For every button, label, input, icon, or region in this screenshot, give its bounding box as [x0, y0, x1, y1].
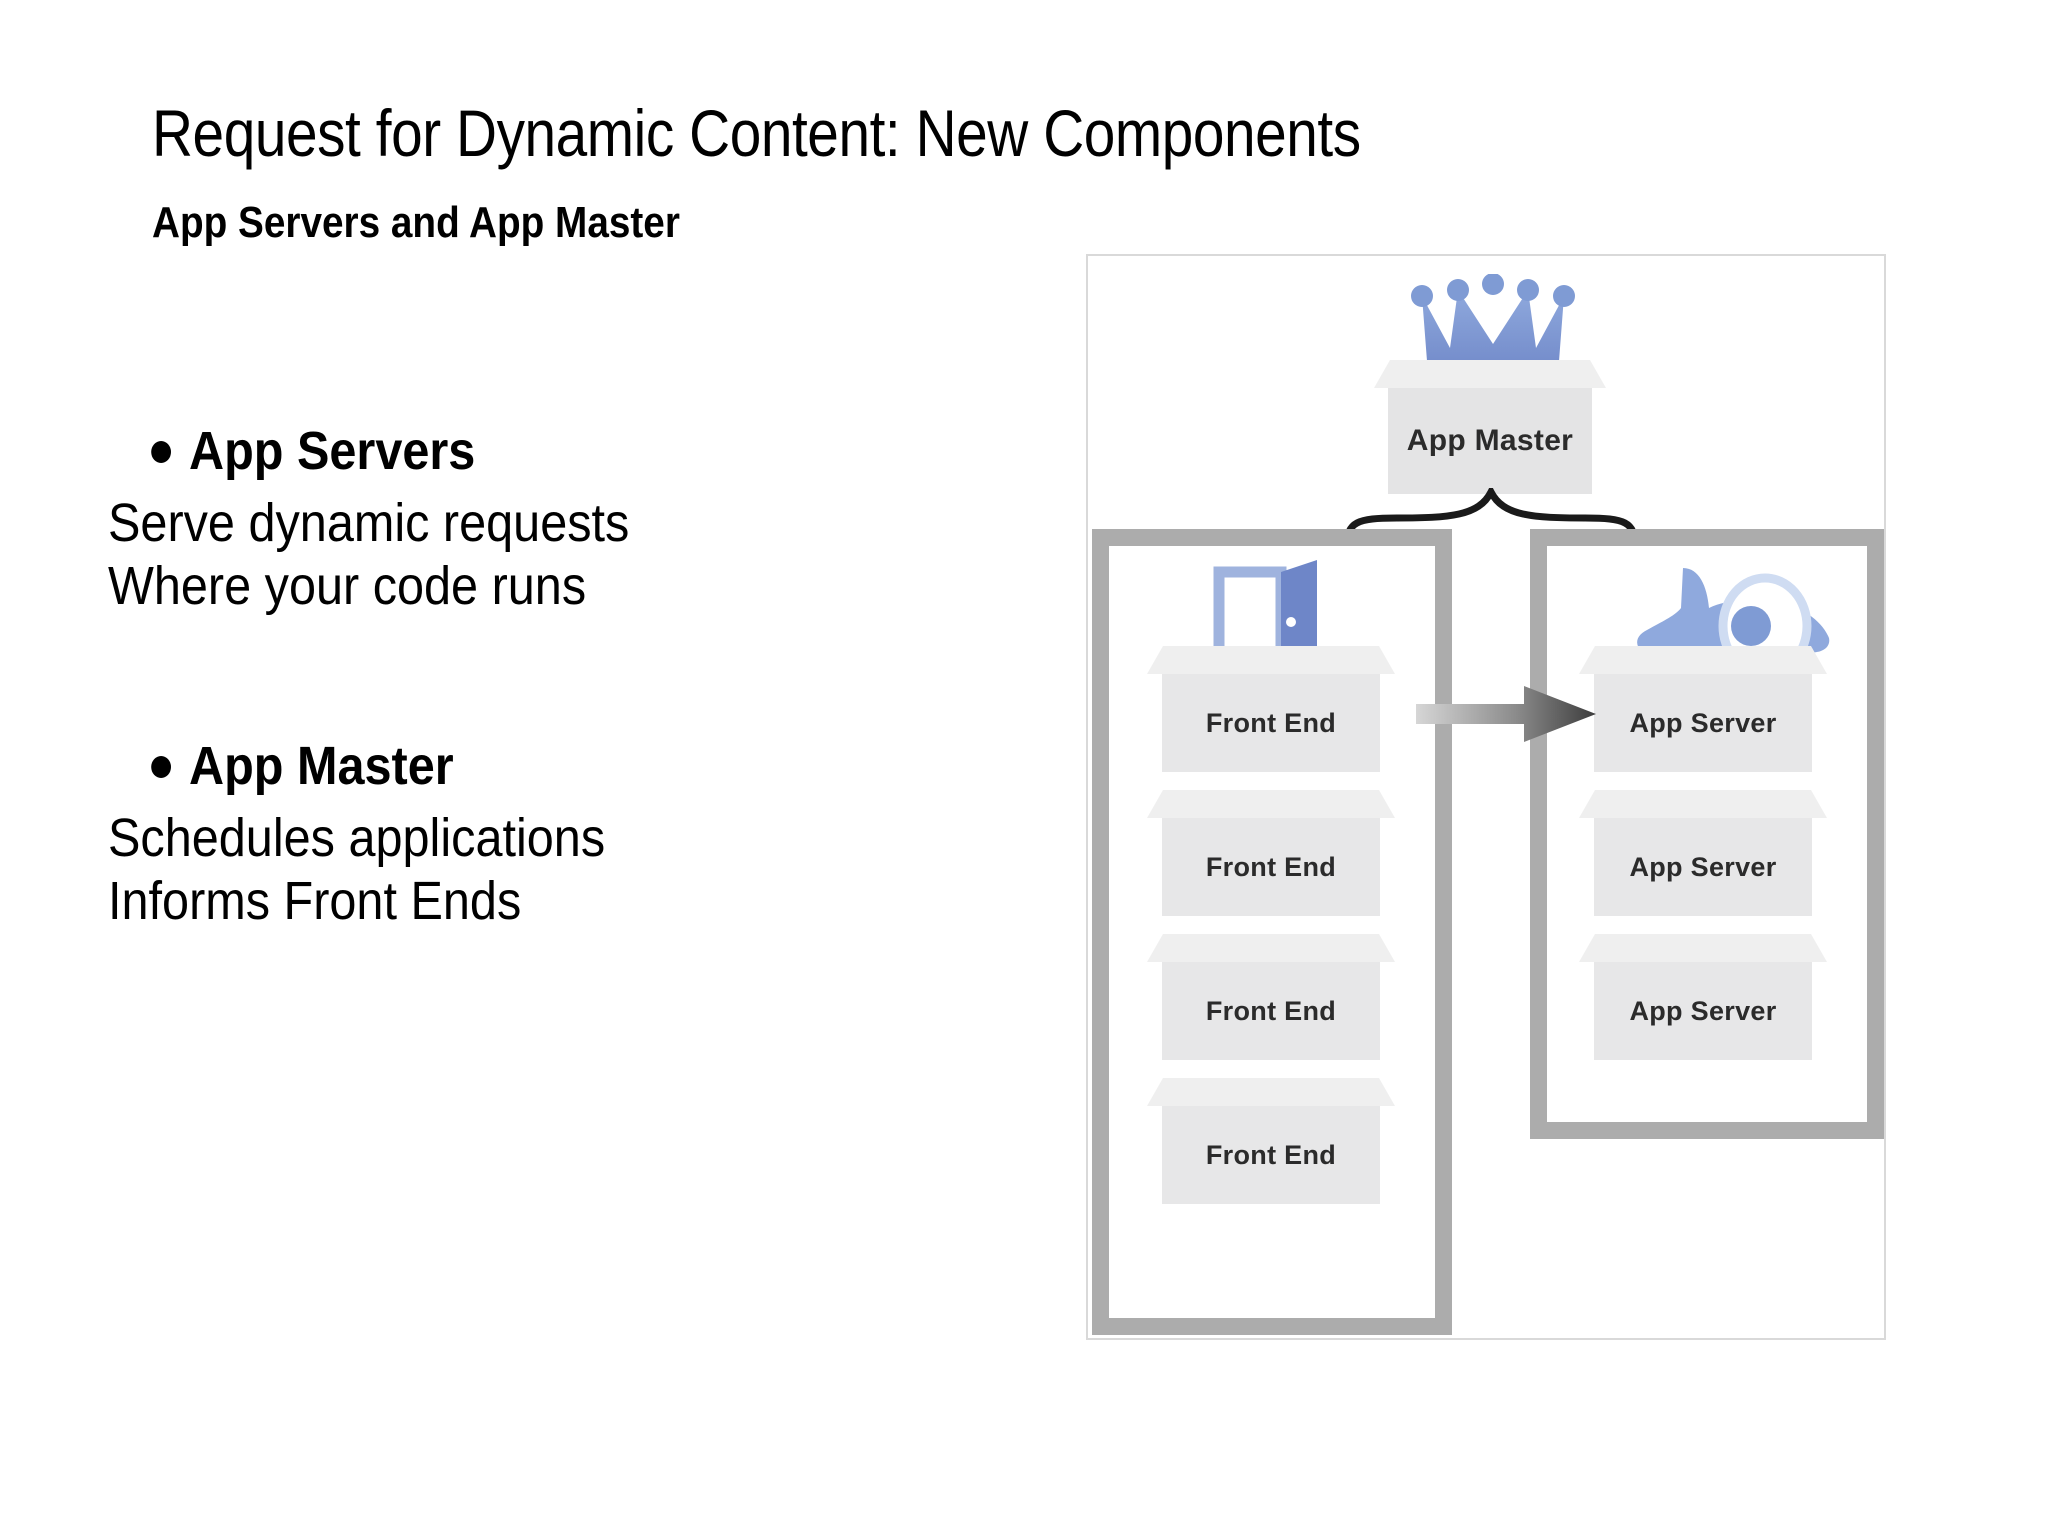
bullet-text: Schedules applications	[108, 808, 606, 869]
box-lid	[1579, 934, 1827, 962]
app-server-box: App Server	[1579, 934, 1827, 1060]
box-body: Front End	[1161, 962, 1381, 1060]
curly-brace-icon	[1341, 488, 1641, 550]
bullet-group-app-servers: App Servers Serve dynamic requests Where…	[108, 420, 1008, 617]
app-master-group: App Master	[1356, 273, 1624, 494]
app-server-label: App Server	[1629, 995, 1777, 1026]
front-end-label: Front End	[1205, 851, 1337, 882]
bullet-text: Informs Front Ends	[108, 870, 522, 931]
bullet-heading-label: App Servers	[189, 421, 476, 481]
front-end-column: Front End Front End Front End	[1092, 529, 1452, 1335]
app-server-label: App Server	[1629, 851, 1777, 882]
box-body: App Server	[1593, 962, 1813, 1060]
box-body: App Master	[1387, 388, 1593, 494]
right-arrow-icon	[1416, 684, 1596, 744]
app-server-label: App Server	[1629, 707, 1777, 738]
box-body: Front End	[1161, 818, 1381, 916]
box-lid	[1579, 646, 1827, 674]
page-title: Request for Dynamic Content: New Compone…	[152, 96, 1361, 170]
box-body: App Server	[1593, 818, 1813, 916]
bullet-group-app-master: App Master Schedules applications Inform…	[108, 735, 1008, 932]
box-body: App Server	[1593, 674, 1813, 772]
front-end-box: Front End	[1147, 1078, 1395, 1204]
app-server-box: App Server	[1579, 790, 1827, 916]
box-lid	[1147, 646, 1395, 674]
box-lid	[1147, 1078, 1395, 1106]
front-end-label: Front End	[1205, 1139, 1337, 1170]
box-lid	[1579, 790, 1827, 818]
bullet-dot-icon	[151, 440, 171, 463]
front-end-box: Front End	[1147, 934, 1395, 1060]
box-body: Front End	[1161, 1106, 1381, 1204]
bullet-text: Where your code runs	[108, 555, 587, 616]
front-end-label: Front End	[1205, 707, 1337, 738]
front-end-box: Front End	[1147, 646, 1395, 772]
app-server-column: App Server App Server App Server	[1530, 529, 1884, 1139]
bullet-heading-app-servers: App Servers	[108, 420, 918, 482]
crown-icon	[1408, 273, 1578, 380]
box-lid	[1147, 934, 1395, 962]
box-lid	[1374, 360, 1606, 388]
bullet-heading-app-master: App Master	[108, 735, 918, 797]
box-lid	[1147, 790, 1395, 818]
app-server-box: App Server	[1579, 646, 1827, 772]
architecture-diagram: App Master Front End	[1086, 254, 1886, 1340]
front-end-box: Front End	[1147, 790, 1395, 916]
front-end-label: Front End	[1205, 995, 1337, 1026]
box-body: Front End	[1161, 674, 1381, 772]
app-master-box: App Master	[1374, 360, 1606, 494]
app-master-label: App Master	[1406, 424, 1574, 457]
bullet-text: Serve dynamic requests	[108, 493, 630, 554]
page-subtitle: App Servers and App Master	[152, 198, 680, 247]
bullet-dot-icon	[151, 755, 171, 778]
bullet-heading-label: App Master	[189, 736, 454, 796]
